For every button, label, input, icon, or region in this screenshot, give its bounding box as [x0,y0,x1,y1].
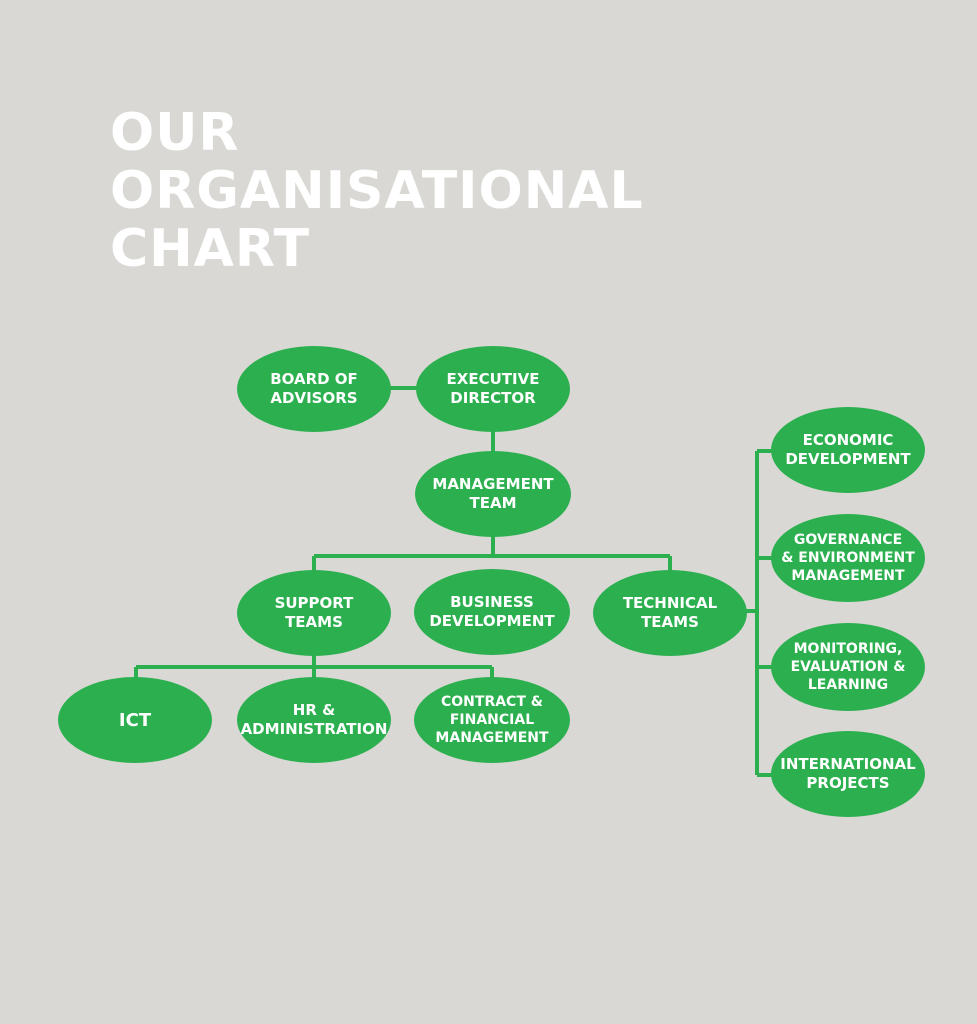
node-support-teams: SUPPORT TEAMS [237,570,391,656]
title-line-3: CHART [110,219,311,279]
node-board-of-advisors: BOARD OF ADVISORS [237,346,391,432]
node-business-development: BUSINESS DEVELOPMENT [414,569,570,655]
title-line-1: OUR [110,103,240,163]
node-economic-development: ECONOMIC DEVELOPMENT [771,407,925,493]
node-monitoring-evaluation-learning: MONITORING, EVALUATION & LEARNING [771,623,925,711]
node-hr-administration: HR & ADMINISTRATION [237,677,391,763]
node-governance-environment-management: GOVERNANCE & ENVIRONMENT MANAGEMENT [771,514,925,602]
node-executive-director: EXECUTIVE DIRECTOR [416,346,570,432]
page-title: OUR ORGANISATIONAL CHART [110,104,644,278]
node-international-projects: INTERNATIONAL PROJECTS [771,731,925,817]
node-management-team: MANAGEMENT TEAM [415,451,571,537]
node-contract-financial-management: CONTRACT & FINANCIAL MANAGEMENT [414,677,570,763]
node-ict: ICT [58,677,212,763]
title-line-2: ORGANISATIONAL [110,161,644,221]
node-technical-teams: TECHNICAL TEAMS [593,570,747,656]
